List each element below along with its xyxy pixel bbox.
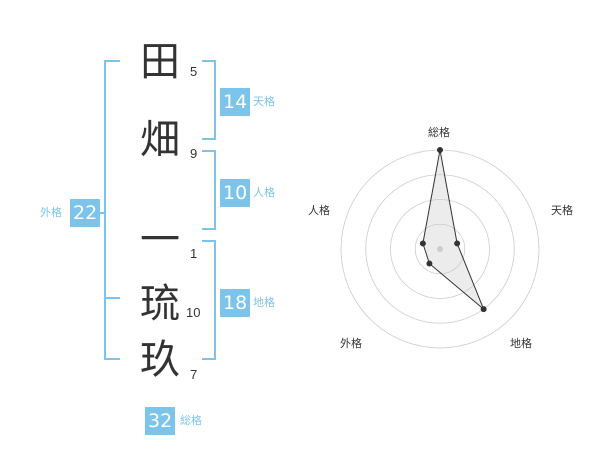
radar-polygon [422,149,485,310]
name-char-5: 玖 [140,337,180,383]
radar-axis-label-jinkaku: 人格 [308,204,330,217]
stroke-count-1: 5 [190,64,198,79]
name-char-4: 琉 [140,281,180,327]
chikaku-value-badge: 18 [220,289,251,317]
radar-point [426,260,433,267]
stroke-count-3: 1 [190,246,198,261]
radar-axis-label-gaikaku: 外格 [340,337,362,350]
stroke-count-5: 7 [190,367,198,382]
jinkaku-label: 人格 [253,186,275,199]
jinkaku-value-badge: 10 [220,179,251,207]
tenkaku-bracket [202,60,216,140]
radar-point [454,240,461,247]
radar-grid-ring [414,223,466,275]
gaikaku-bracket-stem [98,212,106,214]
radar-points [419,147,487,313]
tenkaku-value-badge: 14 [220,88,251,116]
chikaku-label: 地格 [253,296,275,309]
soukaku-value-badge: 32 [145,407,176,435]
radar-grid-ring [390,199,490,299]
gaikaku-label: 外格 [40,206,62,219]
jinkaku-bracket [202,150,216,230]
radar-chart [340,147,540,349]
name-char-2: 畑 [140,117,180,163]
chikaku-bracket [202,240,216,360]
tenkaku-label: 天格 [253,95,275,108]
radar-point [437,147,443,153]
radar-center-dot [437,246,443,252]
radar-axis-label-soukaku: 総格 [428,126,450,139]
name-char-1: 田 [140,39,180,85]
gaikaku-value-badge: 22 [70,199,101,227]
radar-point [480,306,487,313]
soukaku-label: 総格 [180,414,202,427]
gaikaku-bracket [104,60,120,360]
radar-grid-ring [365,174,515,324]
gaikaku-bracket-tick [104,297,120,299]
stroke-count-4: 10 [186,305,201,320]
name-char-3: 一 [140,217,180,263]
radar-axis-label-chikaku: 地格 [510,337,532,350]
radar-point [419,240,426,247]
stroke-count-2: 9 [190,146,198,161]
radar-axis-label-tenkaku: 天格 [551,204,573,217]
